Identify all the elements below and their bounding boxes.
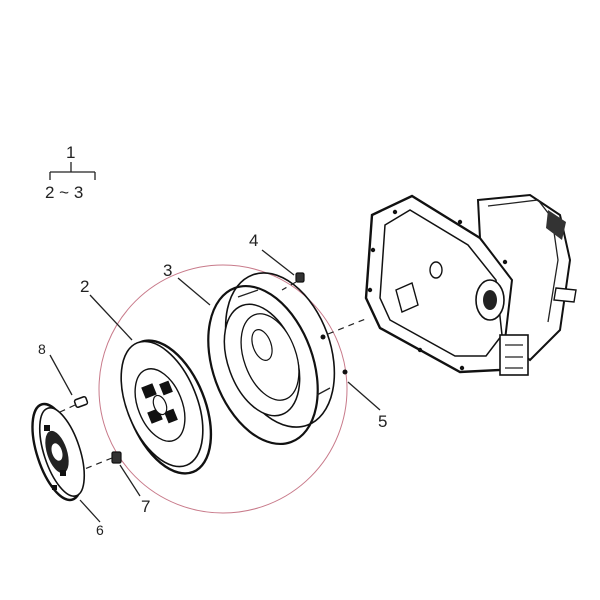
- highlight-circle: [98, 264, 348, 514]
- leader-3: [177, 277, 211, 306]
- callout-labels: 2 3 4 5 8 7 6: [38, 231, 387, 538]
- callout-7: 7: [141, 497, 150, 516]
- part-4-bolt: [281, 272, 305, 291]
- callout-4: 4: [249, 231, 258, 250]
- leader-8: [49, 354, 73, 396]
- leader-6: [79, 499, 101, 523]
- leader-2: [89, 294, 133, 341]
- part-3-pressure-plate: [207, 272, 336, 446]
- leader-4: [261, 249, 295, 276]
- callout-8: 8: [38, 341, 46, 357]
- tree-bracket: [49, 162, 96, 180]
- assembly-tree-legend: 1 2 ~ 3: [45, 143, 96, 202]
- leader-5: [347, 381, 381, 411]
- tree-parent-label: 1: [66, 143, 75, 162]
- callout-2: 2: [80, 277, 89, 296]
- leader-7: [119, 464, 141, 497]
- part-6-small-disc: [31, 402, 86, 502]
- callout-3: 3: [163, 261, 172, 280]
- part-2-clutch-disc: [120, 339, 213, 475]
- callout-5: 5: [378, 412, 387, 431]
- part-7-bolt: [81, 451, 122, 471]
- tree-children-label: 2 ~ 3: [45, 183, 83, 202]
- leader-lines: [49, 249, 381, 523]
- part-5-dowel-pins: [320, 317, 369, 375]
- callout-6: 6: [96, 522, 104, 538]
- flywheel-housing: [364, 193, 577, 376]
- part-8-bolt: [59, 396, 89, 413]
